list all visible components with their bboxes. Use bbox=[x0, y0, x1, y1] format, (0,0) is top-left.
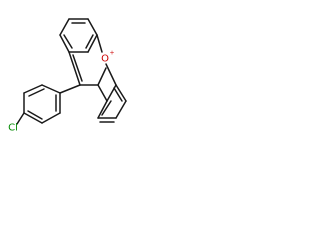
bond bbox=[97, 67, 107, 86]
bond bbox=[87, 18, 98, 36]
bond bbox=[63, 34, 73, 49]
oxygen-atom: O + bbox=[101, 50, 114, 65]
bond bbox=[59, 34, 70, 53]
molecule-drawing: O + Cl bbox=[8, 18, 127, 134]
bond bbox=[28, 88, 45, 97]
oxygen-charge: + bbox=[109, 50, 114, 57]
chlorine-label: Cl bbox=[8, 123, 18, 134]
bond bbox=[97, 100, 108, 119]
bond bbox=[101, 100, 112, 116]
bond bbox=[85, 34, 94, 49]
bond bbox=[113, 87, 123, 102]
bond bbox=[72, 54, 83, 82]
bond bbox=[59, 18, 70, 36]
bond bbox=[106, 84, 117, 102]
bond bbox=[105, 63, 117, 86]
bond bbox=[115, 84, 127, 102]
bond bbox=[96, 34, 103, 53]
bond bbox=[41, 112, 61, 124]
structure-canvas: O + Cl bbox=[0, 0, 150, 150]
bond bbox=[16, 112, 25, 125]
chlorine-atom: Cl bbox=[8, 123, 18, 134]
bond bbox=[23, 84, 43, 94]
bond bbox=[23, 112, 43, 124]
bond bbox=[41, 84, 61, 94]
bond bbox=[97, 84, 108, 102]
bond bbox=[68, 51, 81, 86]
bond bbox=[115, 100, 127, 119]
oxygen-label: O bbox=[101, 54, 109, 65]
bond bbox=[27, 110, 43, 120]
bond bbox=[59, 84, 81, 94]
bond bbox=[87, 34, 98, 53]
bond-lines bbox=[16, 18, 127, 125]
